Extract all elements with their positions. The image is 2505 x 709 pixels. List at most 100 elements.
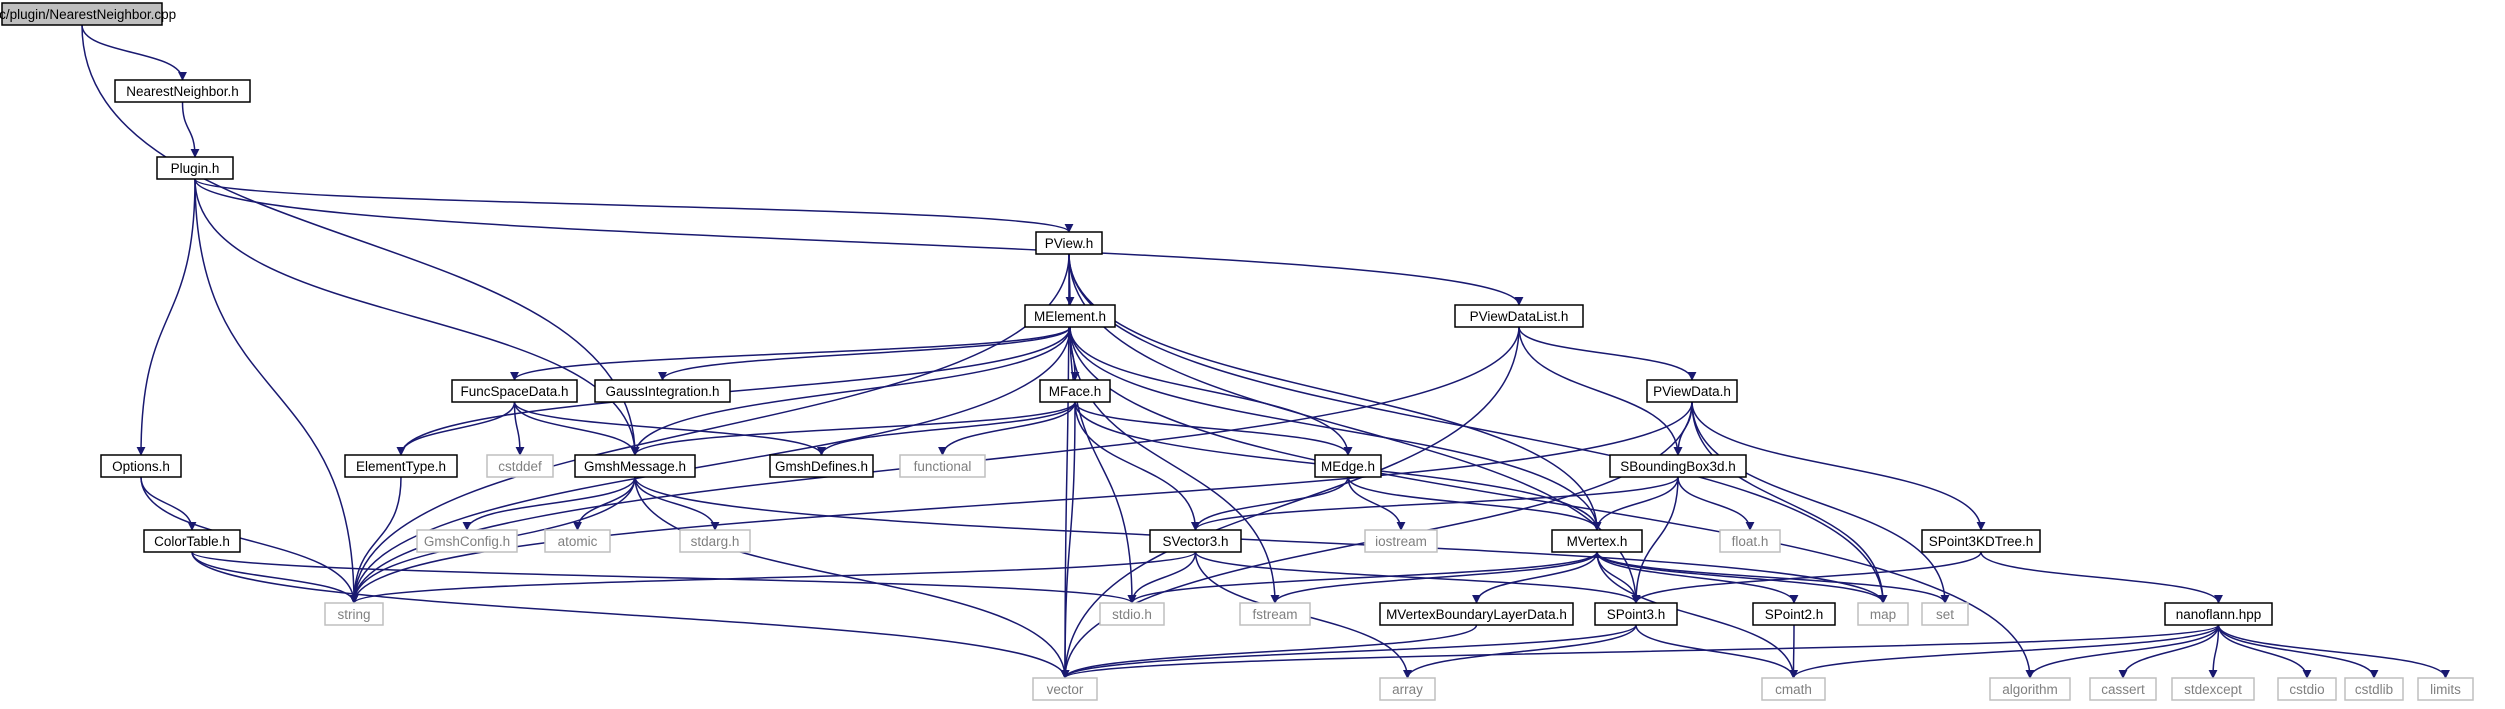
graph-edges bbox=[81, 24, 2450, 679]
node-label: vector bbox=[1047, 682, 1084, 697]
node-label: limits bbox=[2430, 682, 2461, 697]
node-label: atomic bbox=[558, 534, 598, 549]
node-stdarg-h: stdarg.h bbox=[679, 529, 751, 553]
edge-melement_h-to-string bbox=[349, 326, 1071, 604]
node-label: NearestNeighbor.h bbox=[126, 84, 239, 99]
node-elementtype-h[interactable]: ElementType.h bbox=[344, 454, 458, 478]
node-box bbox=[1379, 677, 1436, 701]
node-label: ElementType.h bbox=[356, 459, 446, 474]
node-spoint3-h[interactable]: SPoint3.h bbox=[1594, 602, 1678, 626]
node-box bbox=[1149, 529, 1242, 553]
edge-nanoflann_hpp-to-cstdio bbox=[2217, 624, 2312, 679]
node-label: SPoint3KDTree.h bbox=[1929, 534, 2034, 549]
node-box bbox=[1921, 529, 2041, 553]
node-box bbox=[1039, 379, 1111, 403]
node-label: MFace.h bbox=[1049, 384, 1102, 399]
edge-gmshmessage_h-to-atomic bbox=[573, 476, 636, 531]
edge-mface_h-to-gmshdefines_h bbox=[817, 401, 1076, 456]
edge-gmshmessage_h-to-stdarg_h bbox=[634, 476, 720, 531]
edge-mface_h-to-svector3_h bbox=[1074, 401, 1200, 531]
edge-options_h-to-colortable_h bbox=[140, 476, 197, 531]
node-stdio-h: stdio.h bbox=[1099, 602, 1165, 626]
edge-svector3_h-to-stdio_h bbox=[1127, 551, 1197, 604]
edge-medge_h-to-iostream bbox=[1347, 476, 1406, 531]
node-label: MElement.h bbox=[1034, 309, 1106, 324]
node-label: set bbox=[1936, 607, 1954, 622]
node-gaussintegration-h[interactable]: GaussIntegration.h bbox=[594, 379, 731, 403]
node-box bbox=[114, 79, 251, 103]
node-label: MEdge.h bbox=[1321, 459, 1375, 474]
node-nn-h[interactable]: NearestNeighbor.h bbox=[114, 79, 251, 103]
node-functional: functional bbox=[899, 454, 986, 478]
edge-melement_h-to-stdio_h bbox=[1069, 326, 1137, 604]
edge-pviewdata_h-to-string bbox=[349, 401, 1693, 604]
edge-colortable_h-to-string bbox=[191, 551, 359, 604]
node-pviewdatalist-h[interactable]: PViewDataList.h bbox=[1454, 304, 1584, 328]
node-label: GmshConfig.h bbox=[424, 534, 510, 549]
node-mface-h[interactable]: MFace.h bbox=[1039, 379, 1111, 403]
node-plugin-h[interactable]: Plugin.h bbox=[156, 156, 234, 180]
node-fstream: fstream bbox=[1239, 602, 1311, 626]
edge-mface_h-to-medge_h bbox=[1074, 401, 1353, 456]
node-label: functional bbox=[914, 459, 972, 474]
node-label: SBoundingBox3d.h bbox=[1620, 459, 1736, 474]
edge-funcspacedata_h-to-cstddef bbox=[513, 401, 525, 456]
node-box bbox=[100, 454, 182, 478]
edge-colortable_h-to-stdio_h bbox=[191, 551, 1137, 604]
node-options-h[interactable]: Options.h bbox=[100, 454, 182, 478]
node-gmshconfig-h: GmshConfig.h bbox=[416, 529, 518, 553]
node-box bbox=[2344, 677, 2404, 701]
node-label: SVector3.h bbox=[1162, 534, 1228, 549]
node-label: cmath bbox=[1775, 682, 1812, 697]
edge-plugin_h-to-gmshmessage_h bbox=[194, 178, 640, 456]
node-box bbox=[679, 529, 751, 553]
node-iostream: iostream bbox=[1364, 529, 1438, 553]
edge-pviewdatalist_h-to-pviewdata_h bbox=[1518, 326, 1697, 381]
edge-pviewdata_h-to-map bbox=[1691, 401, 1888, 604]
node-spoint3kdtree-h[interactable]: SPoint3KDTree.h bbox=[1921, 529, 2041, 553]
node-algorithm: algorithm bbox=[1989, 677, 2071, 701]
edge-mvertex_h-to-fstream bbox=[1270, 551, 1598, 604]
node-gmshdefines-h[interactable]: GmshDefines.h bbox=[769, 454, 874, 478]
edge-sboundingbox3d_h-to-float_h bbox=[1677, 476, 1755, 531]
node-sboundingbox3d-h[interactable]: SBoundingBox3d.h bbox=[1609, 454, 1747, 478]
node-svector3-h[interactable]: SVector3.h bbox=[1149, 529, 1242, 553]
edge-mvertex_h-to-map bbox=[1596, 551, 1888, 604]
node-box bbox=[143, 529, 241, 553]
node-label: map bbox=[1870, 607, 1896, 622]
node-nanoflann-hpp[interactable]: nanoflann.hpp bbox=[2164, 602, 2273, 626]
node-spoint2-h[interactable]: SPoint2.h bbox=[1752, 602, 1836, 626]
node-colortable-h[interactable]: ColorTable.h bbox=[143, 529, 241, 553]
edge-mvertex_h-to-mvertexbl_h bbox=[1472, 551, 1598, 604]
node-mvertexbl-h[interactable]: MVertexBoundaryLayerData.h bbox=[1379, 602, 1574, 626]
node-mvertex-h[interactable]: MVertex.h bbox=[1551, 529, 1643, 553]
node-melement-h[interactable]: MElement.h bbox=[1024, 304, 1116, 328]
node-nn-cpp[interactable]: src/plugin/NearestNeighbor.cpp bbox=[0, 2, 176, 26]
edge-funcspacedata_h-to-elementtype_h bbox=[396, 401, 516, 456]
node-box bbox=[1761, 677, 1826, 701]
edge-nn_cpp-to-nn_h bbox=[81, 24, 187, 81]
node-pviewdata-h[interactable]: PViewData.h bbox=[1646, 379, 1738, 403]
node-label: GmshMessage.h bbox=[584, 459, 686, 474]
node-label: Plugin.h bbox=[171, 161, 220, 176]
node-cstdlib: cstdlib bbox=[2344, 677, 2404, 701]
node-label: cassert bbox=[2101, 682, 2145, 697]
node-funcspacedata-h[interactable]: FuncSpaceData.h bbox=[451, 379, 578, 403]
node-gmshmessage-h[interactable]: GmshMessage.h bbox=[574, 454, 696, 478]
node-label: stdio.h bbox=[1112, 607, 1152, 622]
edge-mface_h-to-functional bbox=[938, 401, 1076, 456]
edge-pviewdatalist_h-to-sboundingbox3d_h bbox=[1518, 326, 1683, 456]
edge-medge_h-to-mvertex_h bbox=[1347, 476, 1602, 531]
edge-nn_h-to-plugin_h bbox=[181, 101, 200, 158]
edge-melement_h-to-gmshmessage_h bbox=[630, 326, 1071, 456]
node-box bbox=[1454, 304, 1584, 328]
edge-sboundingbox3d_h-to-svector3_h bbox=[1191, 476, 1679, 531]
node-stdexcept: stdexcept bbox=[2171, 677, 2255, 701]
edge-funcspacedata_h-to-gmshdefines_h bbox=[513, 401, 826, 456]
node-medge-h[interactable]: MEdge.h bbox=[1314, 454, 1382, 478]
edge-nanoflann_hpp-to-cmath bbox=[1789, 624, 2220, 679]
node-box bbox=[1609, 454, 1747, 478]
node-box bbox=[416, 529, 518, 553]
node-pview-h[interactable]: PView.h bbox=[1035, 231, 1103, 255]
